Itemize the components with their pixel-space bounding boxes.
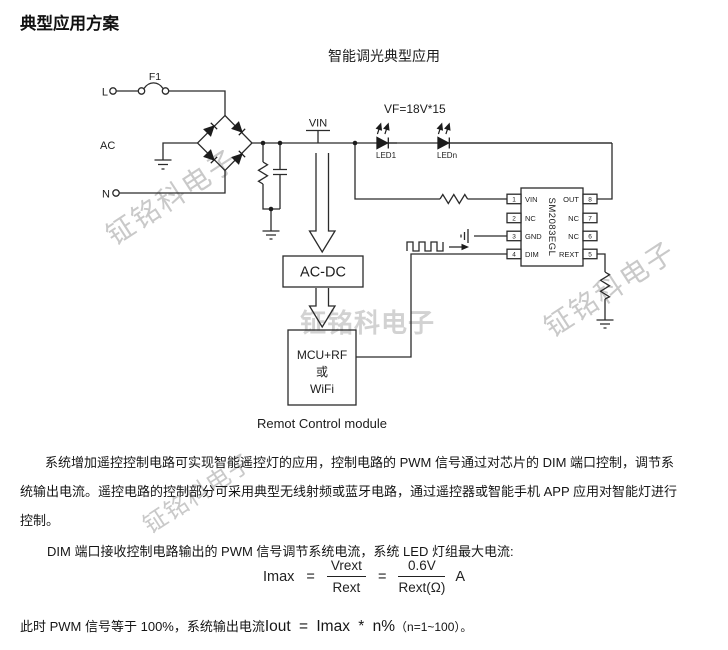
pwm-wire	[356, 253, 507, 358]
wires	[109, 82, 614, 406]
pin-label: NC	[568, 232, 579, 241]
pin-number: 3	[512, 233, 516, 240]
terminal-n-label: N	[102, 189, 110, 201]
fraction-denominator: Rext(Ω)	[398, 580, 446, 595]
acdc-label: AC-DC	[300, 265, 346, 281]
down-arrow	[308, 153, 337, 254]
filter-resistor	[257, 161, 269, 185]
bridge-rectifier	[196, 114, 253, 172]
mcu-label-line1: MCU+RF	[297, 348, 347, 362]
pwm-arrowhead	[461, 243, 469, 251]
terminal-n	[112, 189, 120, 197]
pin-label: GND	[525, 232, 542, 241]
fraction-06v-rext: 0.6V Rext(Ω)	[398, 558, 446, 595]
fraction-numerator: Vrext	[326, 558, 366, 577]
watermark: 钲铭科电子	[300, 308, 436, 338]
paragraph-remote-control: 系统增加遥控控制电路可实现智能遥控灯的应用，控制电路的 PWM 信号通过对芯片的…	[20, 448, 712, 535]
chip-body	[520, 187, 584, 267]
pin-label: DIM	[525, 250, 539, 259]
equals-sign: =	[377, 568, 387, 585]
terminal-l-label: L	[102, 87, 108, 99]
ground-symbol	[154, 159, 172, 170]
led1	[374, 122, 392, 150]
pin-number: 8	[588, 196, 592, 203]
pin-number: 4	[512, 251, 516, 258]
paragraph-line: 系统增加遥控控制电路可实现智能遥控灯的应用，控制电路的 PWM 信号通过对芯片的…	[45, 455, 675, 470]
paragraph-dim-port: DIM 端口接收控制电路输出的 PWM 信号调节系统电流，系统 LED 灯组最大…	[47, 544, 514, 559]
pin-label: OUT	[563, 195, 579, 204]
pin-number: 1	[512, 196, 516, 203]
junction-dots	[260, 140, 358, 212]
bridge-diodes	[203, 121, 246, 165]
formula-unit: A	[455, 568, 466, 585]
ground-symbol	[596, 319, 614, 329]
vin-series-resistor	[439, 193, 469, 205]
ledn	[435, 122, 453, 150]
vf-label: VF=18V*15	[384, 102, 446, 116]
filter-capacitor	[273, 143, 287, 209]
fuse-label: F1	[149, 71, 161, 83]
equals-sign: =	[306, 568, 315, 585]
paragraph-line: 控制。	[20, 513, 60, 528]
iout-equation: Iout = Imax * n%	[264, 618, 396, 635]
fuse-body	[137, 87, 146, 95]
iout-prefix: 此时 PWM 信号等于 100%，系统输出电流	[20, 619, 265, 634]
pin-number: 6	[588, 233, 592, 240]
pin-number: 5	[588, 251, 592, 258]
pin-number: 2	[512, 215, 516, 222]
fraction-vrext-rext: Vrext Rext	[326, 558, 366, 595]
page-title: 典型应用方案	[20, 15, 119, 33]
remote-module-label: Remot Control module	[257, 416, 387, 431]
iout-suffix: （n=1~100）。	[395, 620, 473, 634]
down-arrow	[308, 288, 337, 329]
ground-symbol	[460, 229, 469, 243]
pin-number: 7	[588, 215, 592, 222]
chip-name: SM2083EGL	[546, 198, 557, 257]
vin-tap	[306, 129, 330, 143]
diagram-subtitle: 智能调光典型应用	[328, 48, 440, 64]
formula-lhs: Imax	[262, 568, 295, 585]
terminal-l	[109, 87, 117, 95]
pin-label: NC	[568, 214, 579, 223]
pin-numbers: 1 2 3 4 8 7 6 5	[512, 196, 592, 258]
acdc-box	[282, 255, 364, 288]
ledn-label: LEDn	[437, 151, 457, 160]
pin-label: VIN	[525, 195, 538, 204]
vin-label: VIN	[309, 118, 327, 130]
circuit-diagram: 智能调光典型应用	[100, 48, 614, 431]
rext-resistor	[599, 271, 611, 300]
fuse-arc	[143, 82, 164, 89]
mcu-label-line2: 或	[316, 365, 328, 379]
terminal-ac-label: AC	[100, 140, 115, 152]
pin-label: REXT	[559, 250, 579, 259]
pin-labels: VIN NC GND DIM OUT NC NC REXT	[525, 195, 580, 259]
fraction-denominator: Rext	[332, 580, 361, 595]
mcu-label-line3: WiFi	[310, 382, 334, 396]
fraction-numerator: 0.6V	[398, 558, 446, 577]
paragraph-iout: 此时 PWM 信号等于 100%，系统输出电流Iout = Imax * n%（…	[20, 616, 712, 638]
imax-formula: Imax = Vrext Rext = 0.6V Rext(Ω) A	[0, 558, 728, 595]
ground-symbol	[262, 230, 280, 240]
led1-label: LED1	[376, 151, 397, 160]
pwm-waveform	[406, 241, 444, 252]
pin-label: NC	[525, 214, 536, 223]
paragraph-line: 统输出电流。遥控电路的控制部分可采用典型无线射频或蓝牙电路，通过遥控器或智能手机…	[20, 484, 678, 499]
mcu-box	[287, 329, 357, 406]
